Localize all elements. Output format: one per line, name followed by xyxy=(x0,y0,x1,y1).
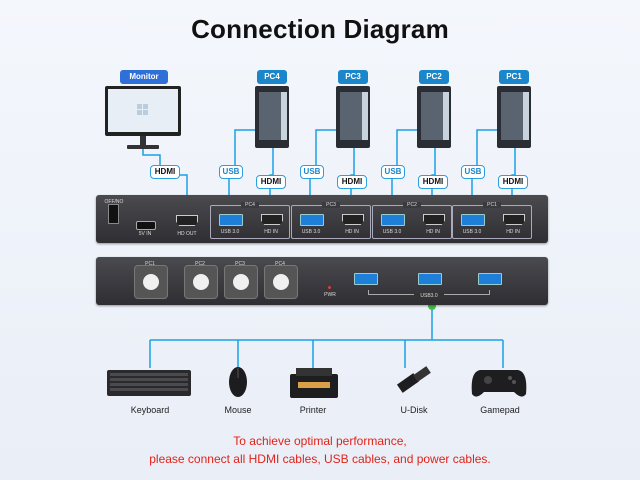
gamepad-icon xyxy=(471,370,527,397)
pc1-select-button[interactable] xyxy=(134,265,168,299)
mouse-icon xyxy=(229,367,247,397)
switch-label: OFF/NO xyxy=(104,199,124,205)
pc3-group-label: PC3 xyxy=(322,202,340,208)
dc-in-port[interactable] xyxy=(136,221,156,230)
pc4-select-button[interactable] xyxy=(264,265,298,299)
pc3-hdmi-port[interactable] xyxy=(342,214,364,225)
kvm-back-panel: PC1 PC2 PC3 PC4 PWR USB3.0 xyxy=(96,257,548,305)
pc2-button-label: PC2 xyxy=(195,261,205,267)
monitor-hdmi-tag: HDMI xyxy=(150,165,180,179)
pc1-usb-port[interactable] xyxy=(461,214,485,226)
monitor-icon xyxy=(105,86,181,149)
pc4-usb-tag: USB xyxy=(219,165,243,179)
usb30-label: USB3.0 xyxy=(414,293,444,299)
pc4-hdmi-port[interactable] xyxy=(261,214,283,225)
pc4-hdmi-label: HD IN xyxy=(264,229,278,235)
pc2-hdmi-tag: HDMI xyxy=(418,175,448,189)
pc2-tag: PC2 xyxy=(419,70,449,84)
pc4-button-label: PC4 xyxy=(275,261,285,267)
pc3-usb-label: USB 3.0 xyxy=(301,229,321,235)
note-line-2: please connect all HDMI cables, USB cabl… xyxy=(149,452,491,466)
usb-disk-icon xyxy=(396,366,431,393)
hd-out-port[interactable] xyxy=(176,215,198,226)
pc3-usb-port[interactable] xyxy=(300,214,324,226)
pc2-select-button[interactable] xyxy=(184,265,218,299)
power-switch[interactable] xyxy=(108,204,119,224)
keyboard-icon xyxy=(107,370,191,396)
device-label-printer: Printer xyxy=(299,405,327,415)
usb-port-2[interactable] xyxy=(418,273,442,285)
pc1-button-label: PC1 xyxy=(145,261,155,267)
pc1-hdmi-label: HD IN xyxy=(506,229,520,235)
pc1-tag: PC1 xyxy=(499,70,529,84)
pc2-usb-label: USB 3.0 xyxy=(382,229,402,235)
pc3-usb-tag: USB xyxy=(300,165,324,179)
pc1-usb-label: USB 3.0 xyxy=(462,229,482,235)
pc2-usb-tag: USB xyxy=(381,165,405,179)
device-label-keyboard: Keyboard xyxy=(130,405,170,415)
pc4-usb-port[interactable] xyxy=(219,214,243,226)
pc2-hdmi-port[interactable] xyxy=(423,214,445,225)
kvm-front-panel: OFF/NO 5V IN HD OUT PC4 USB 3.0 HD IN PC… xyxy=(96,195,548,243)
dc-in-label: 5V IN xyxy=(138,231,152,237)
pc4-group-label: PC4 xyxy=(241,202,259,208)
pc2-tower-icon xyxy=(417,86,451,148)
pc4-usb-label: USB 3.0 xyxy=(220,229,240,235)
pc3-tower-icon xyxy=(336,86,370,148)
pc2-hdmi-label: HD IN xyxy=(426,229,440,235)
diagram-title: Connection Diagram xyxy=(191,14,449,44)
usb-port-1[interactable] xyxy=(354,273,378,285)
pc3-port-group: PC3 USB 3.0 HD IN xyxy=(291,202,371,239)
pc3-button-label: PC3 xyxy=(235,261,245,267)
note-line-1: To achieve optimal performance, xyxy=(233,434,407,448)
pc1-usb-tag: USB xyxy=(461,165,485,179)
pc2-group-label: PC2 xyxy=(403,202,421,208)
pc2-port-group: PC2 USB 3.0 HD IN xyxy=(372,202,452,239)
power-led xyxy=(328,286,331,289)
pc1-tower-icon xyxy=(497,86,531,148)
device-label-mouse: Mouse xyxy=(224,405,252,415)
pc4-tower-icon xyxy=(255,86,289,148)
device-label-udisk: U-Disk xyxy=(400,405,428,415)
pc3-tag: PC3 xyxy=(338,70,368,84)
pc2-usb-port[interactable] xyxy=(381,214,405,226)
pc4-hdmi-tag: HDMI xyxy=(256,175,286,189)
pc3-hdmi-tag: HDMI xyxy=(337,175,367,189)
monitor-tag: Monitor xyxy=(120,70,168,84)
pc1-hdmi-port[interactable] xyxy=(503,214,525,225)
pc1-port-group: PC1 USB 3.0 HD IN xyxy=(452,202,532,239)
pc1-group-label: PC1 xyxy=(483,202,501,208)
device-label-gamepad: Gamepad xyxy=(480,405,520,415)
pwr-label: PWR xyxy=(324,292,336,298)
hd-out-label: HD OUT xyxy=(177,231,197,237)
pc4-tag: PC4 xyxy=(257,70,287,84)
printer-icon xyxy=(290,368,338,398)
pc1-hdmi-tag: HDMI xyxy=(498,175,528,189)
pc3-select-button[interactable] xyxy=(224,265,258,299)
pc3-hdmi-label: HD IN xyxy=(345,229,359,235)
usb-port-3[interactable] xyxy=(478,273,502,285)
pc4-port-group: PC4 USB 3.0 HD IN xyxy=(210,202,290,239)
